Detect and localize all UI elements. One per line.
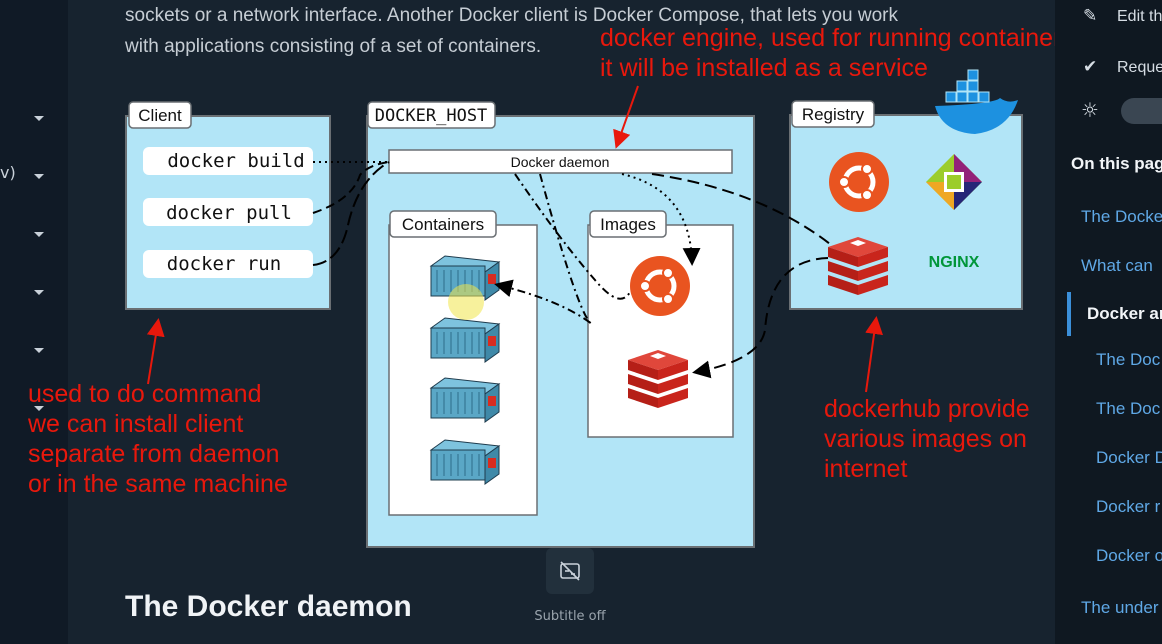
- images-title-box: [589, 210, 667, 238]
- command-docker-build: docker build: [167, 150, 304, 172]
- command-docker-pull: docker pull: [166, 202, 292, 224]
- command-box: [143, 147, 313, 175]
- edit-icon: ✎: [1083, 6, 1098, 26]
- chevron-down-icon[interactable]: [34, 290, 44, 295]
- registry-title-box: [791, 100, 875, 128]
- ubuntu-image-icon: [630, 256, 690, 316]
- chevron-down-icon[interactable]: [34, 116, 44, 121]
- command-box: [143, 198, 313, 226]
- registry-title: Registry: [802, 105, 865, 124]
- subtitles-off-icon: [560, 561, 580, 581]
- left-navigation: v): [0, 0, 68, 644]
- toc-title: On this pag: [1071, 154, 1162, 173]
- toc-item[interactable]: The under: [1081, 598, 1159, 617]
- command-docker-run: docker run: [167, 253, 281, 275]
- section-heading: The Docker daemon: [125, 590, 412, 623]
- docker-daemon-box: [388, 149, 733, 174]
- centos-icon: [926, 154, 982, 210]
- paragraph-line: sockets or a network interface. Another …: [125, 5, 898, 26]
- engine-annotation: docker engine, used for running containe…: [600, 24, 1055, 82]
- toc-item[interactable]: Docker D: [1096, 448, 1162, 467]
- request-changes-link[interactable]: Reque: [1117, 59, 1162, 76]
- theme-toggle[interactable]: [1121, 98, 1162, 124]
- sun-icon: ☼: [1081, 98, 1099, 122]
- docker-host-title-box: [367, 101, 496, 129]
- docker-whale-icon: [935, 69, 1018, 134]
- intro-paragraph: sockets or a network interface. Another …: [125, 0, 1025, 62]
- chevron-down-icon[interactable]: [34, 406, 44, 411]
- chevron-down-icon[interactable]: [34, 174, 44, 179]
- toc-active-indicator: [1067, 292, 1071, 336]
- subtitle-label: Subtitle off: [534, 609, 606, 624]
- paragraph-line: with applications consisting of a set of…: [125, 36, 542, 57]
- subtitle-toggle-button[interactable]: [546, 548, 594, 594]
- cursor-highlight: [448, 284, 484, 320]
- edit-page-link[interactable]: Edit th: [1117, 8, 1162, 25]
- docker-daemon-label: Docker daemon: [511, 154, 610, 170]
- docker-architecture-diagram: Client docker build docker pull docker r…: [27, 24, 1055, 548]
- container-icon: [430, 377, 500, 423]
- toc-item[interactable]: The Doc: [1096, 399, 1161, 418]
- container-icon: [430, 317, 500, 363]
- toc-item[interactable]: Docker o: [1096, 546, 1162, 565]
- registry-panel: [789, 114, 1023, 310]
- registry-annotation: dockerhub provide various images on inte…: [824, 395, 1037, 483]
- check-icon: ✔: [1083, 57, 1098, 77]
- client-annotation: used to do command we can install client…: [27, 380, 288, 498]
- containers-title-box: [389, 210, 497, 238]
- right-sidebar: ✎ Edit th ✔ Reque ☼ On this pag The Dock…: [1055, 0, 1162, 644]
- docker-host-title: DOCKER_HOST: [375, 106, 488, 126]
- ubuntu-registry-icon: [829, 152, 889, 212]
- nav-item-fragment[interactable]: v): [0, 163, 16, 182]
- toc-item[interactable]: What can: [1081, 256, 1153, 275]
- command-box: [143, 250, 313, 278]
- toc-item[interactable]: The Doc: [1096, 350, 1161, 369]
- redis-image-icon: [628, 350, 688, 408]
- client-title: Client: [138, 106, 182, 125]
- container-icon: [430, 439, 500, 485]
- chevron-down-icon[interactable]: [34, 232, 44, 237]
- nginx-logo-label: NGINX: [929, 254, 980, 271]
- containers-title: Containers: [402, 215, 484, 234]
- toc-item[interactable]: Docker r: [1096, 497, 1161, 516]
- images-title: Images: [600, 215, 656, 234]
- toc-item-active[interactable]: Docker ar: [1087, 304, 1162, 323]
- chevron-down-icon[interactable]: [34, 348, 44, 353]
- toc-item[interactable]: The Docke: [1081, 207, 1162, 226]
- redis-registry-icon: [828, 237, 888, 295]
- client-title-box: [128, 101, 192, 129]
